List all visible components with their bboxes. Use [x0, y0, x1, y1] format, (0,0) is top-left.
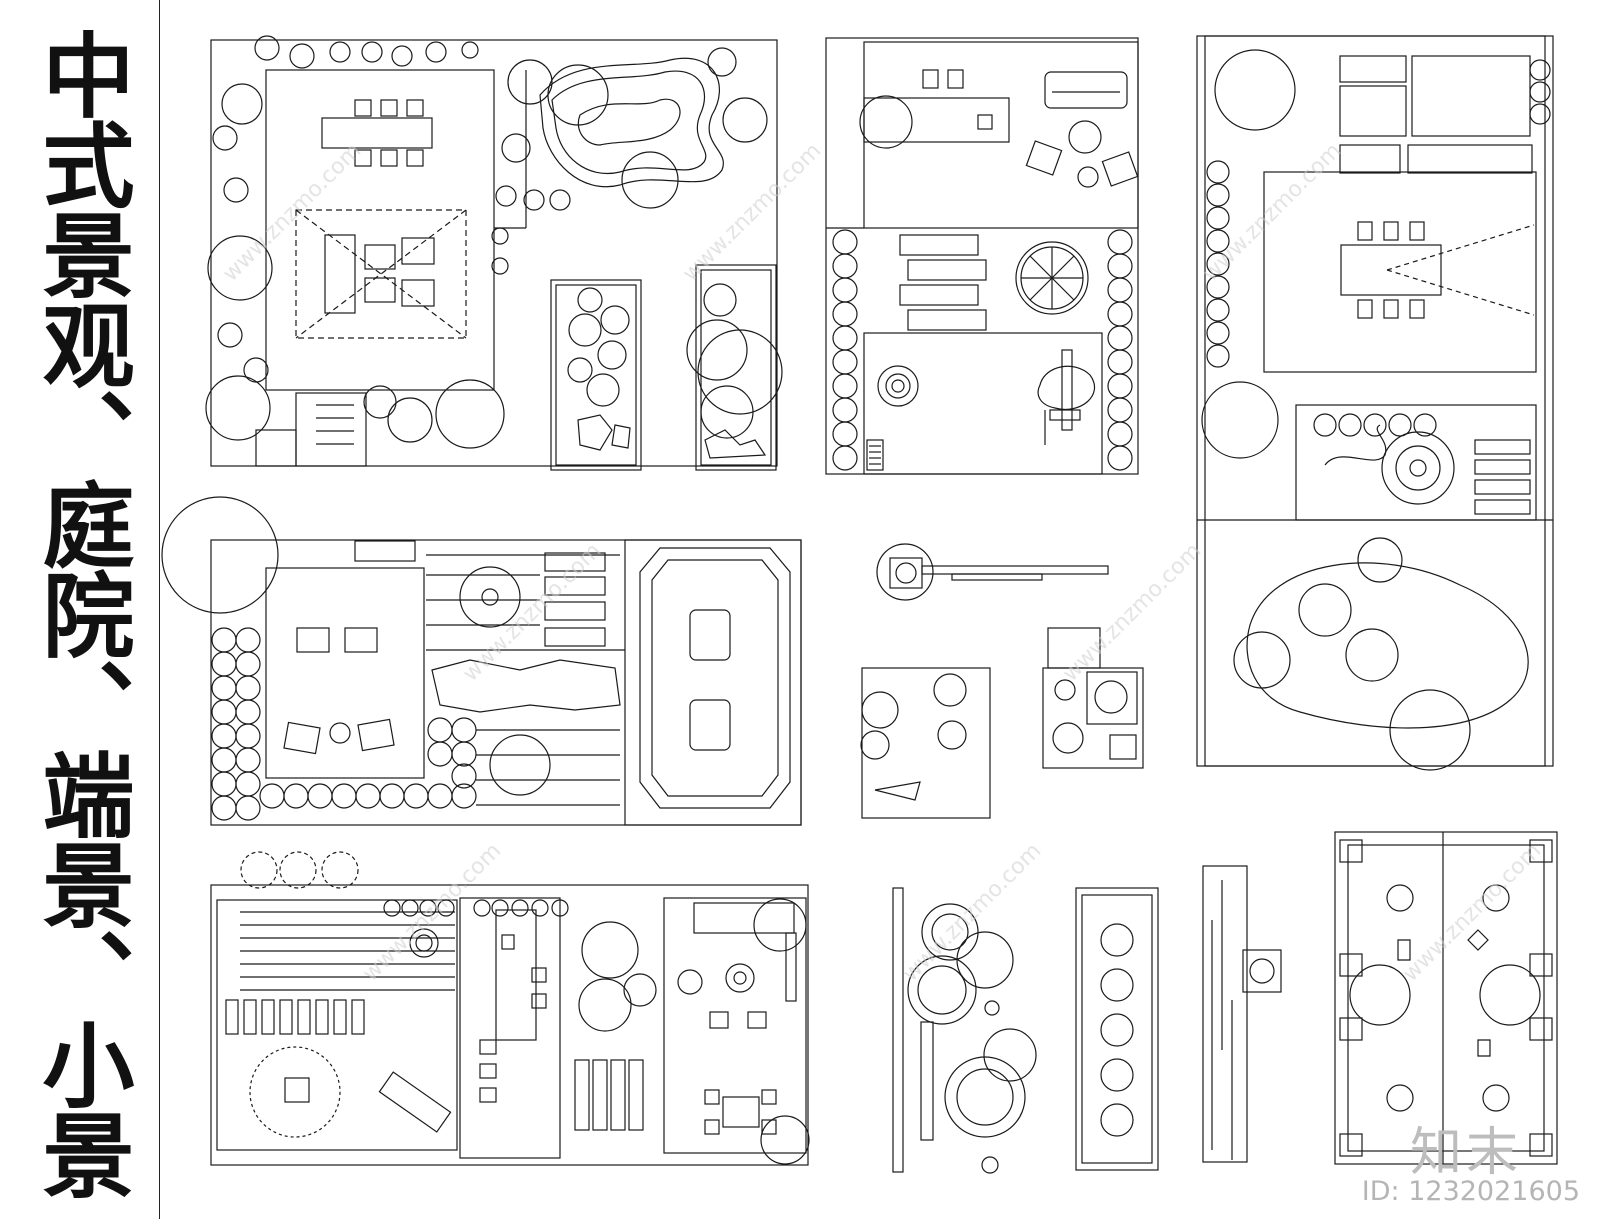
- tree-planter-plan: [686, 264, 783, 471]
- lounge-courtyard-plan: [825, 37, 1139, 475]
- tree-symbols: [205, 35, 768, 449]
- brand-logo: 知末: [1409, 1123, 1522, 1183]
- image-id: ID: 1232021605: [1361, 1176, 1580, 1207]
- deck-garden-plan: [210, 851, 810, 1166]
- loungers: [225, 999, 365, 1035]
- dining-chairs: [354, 99, 424, 167]
- water-strip-plan: [1202, 865, 1282, 1163]
- hedge-circles-4: [211, 627, 477, 821]
- hedge-circles-3: [1206, 59, 1551, 437]
- stepping-stone-plan: [892, 887, 1037, 1174]
- dining-courtyard-plan: [1196, 35, 1554, 771]
- decking: [240, 911, 455, 991]
- page-title: 中式景观、庭院、端景、小景: [27, 28, 134, 1198]
- pool-terrace-plan: [161, 496, 802, 826]
- planter-circles: [383, 899, 569, 917]
- square-garden-plan: [1042, 627, 1144, 769]
- entrance-path-plan: [876, 543, 1109, 601]
- hedge-circles: [832, 229, 1133, 471]
- dining-chairs-3: [1357, 221, 1425, 319]
- stream-garden-plan: [860, 667, 991, 819]
- title-sidebar: 中式景观、庭院、端景、小景: [0, 0, 160, 1219]
- pond-garden-plan: [205, 35, 778, 467]
- pavilion-plan: [1334, 831, 1558, 1165]
- rock-planter-plan: [550, 279, 642, 471]
- narrow-planter-plan: [1075, 887, 1159, 1171]
